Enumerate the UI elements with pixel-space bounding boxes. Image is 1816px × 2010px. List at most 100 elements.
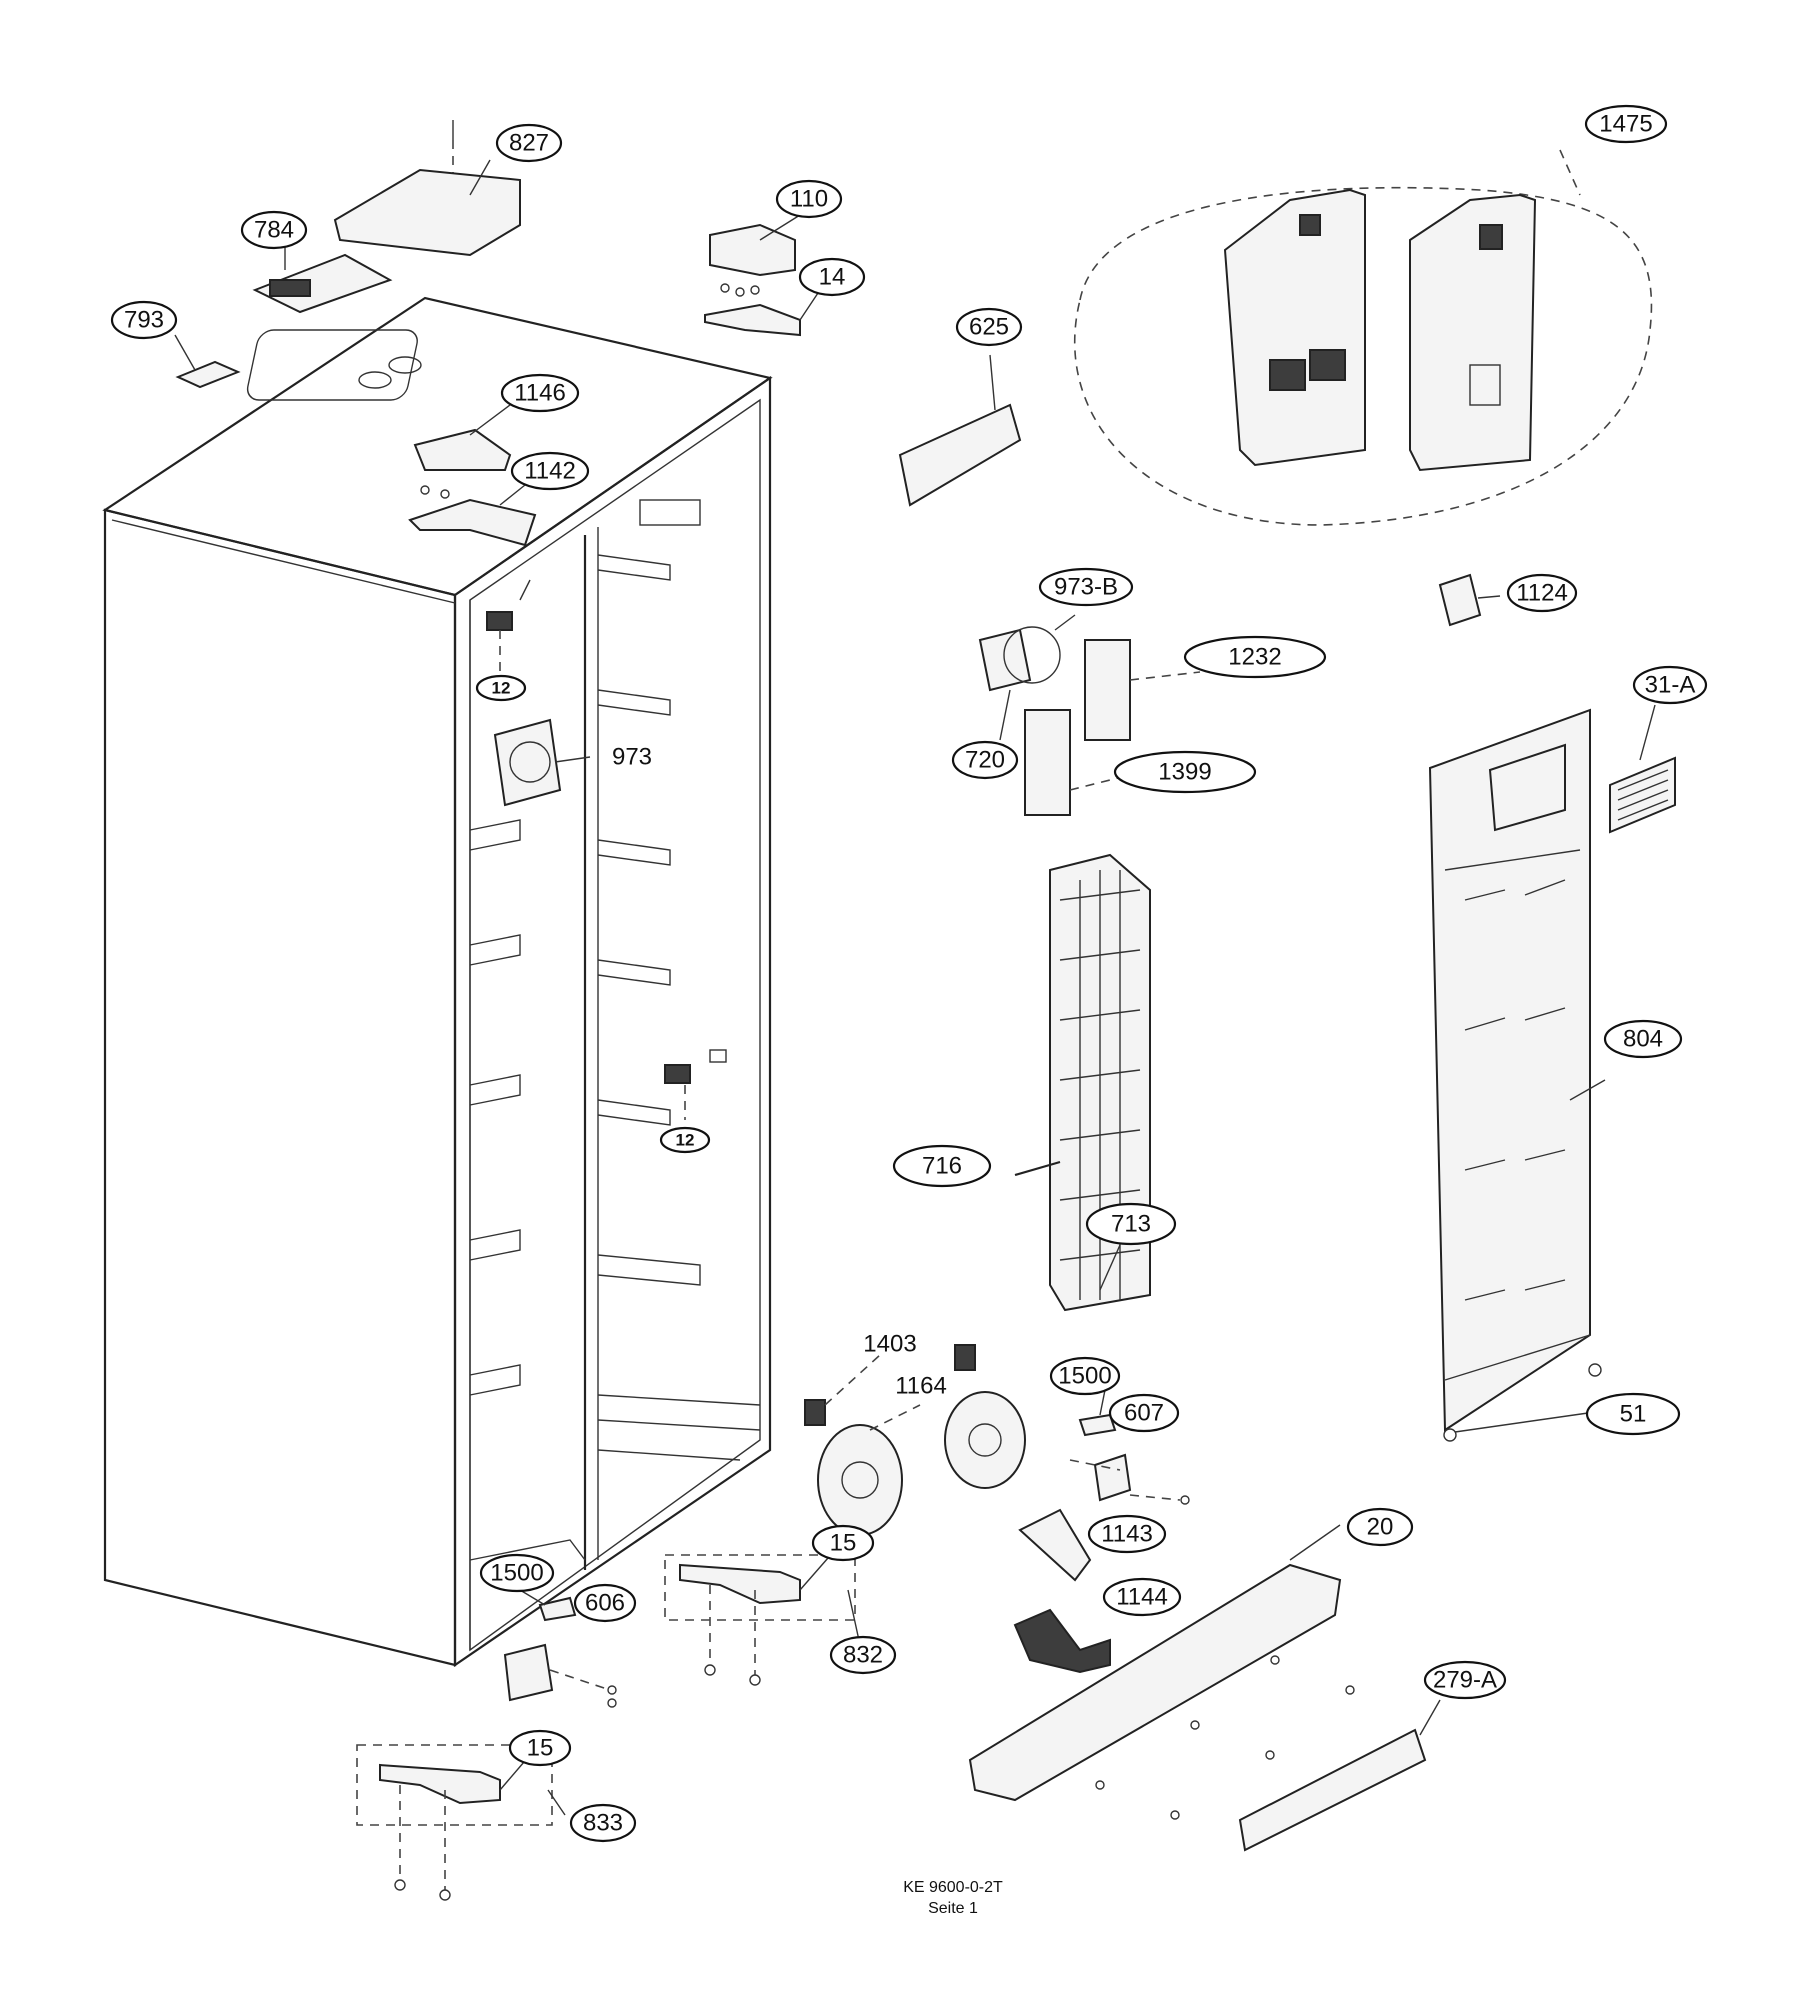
rear-panel-804	[1428, 708, 1606, 1442]
heater-1232	[1084, 639, 1201, 741]
air-duct-625	[898, 354, 1022, 507]
svg-text:784: 784	[254, 217, 294, 244]
label-1403: 1403	[863, 1331, 916, 1358]
label-12-lower: 12	[659, 1126, 711, 1154]
switch-12-upper	[486, 579, 531, 675]
svg-text:1142: 1142	[524, 458, 576, 485]
label-713: 713	[1085, 1202, 1177, 1246]
label-833: 833	[569, 1803, 637, 1843]
svg-text:1144: 1144	[1116, 1584, 1168, 1611]
svg-text:15: 15	[527, 1735, 554, 1762]
hinge-1142	[408, 484, 537, 547]
screws-loose	[1095, 1655, 1355, 1820]
svg-text:279-A: 279-A	[1433, 1667, 1497, 1694]
top-cover-827	[333, 120, 521, 257]
label-1144: 1144	[1102, 1577, 1182, 1617]
svg-text:804: 804	[1623, 1026, 1663, 1053]
svg-text:713: 713	[1111, 1211, 1151, 1238]
label-12-upper: 12	[475, 674, 527, 702]
svg-text:833: 833	[583, 1810, 623, 1837]
svg-text:973-B: 973-B	[1054, 574, 1118, 601]
label-1399: 1399	[1113, 750, 1257, 794]
svg-text:15: 15	[830, 1530, 857, 1557]
heater-1399	[1024, 709, 1131, 816]
label-793: 793	[110, 300, 178, 340]
label-1500-right: 1500	[1049, 1356, 1121, 1396]
svg-text:827: 827	[509, 130, 549, 157]
label-51: 51	[1585, 1392, 1681, 1436]
label-1143: 1143	[1087, 1514, 1167, 1554]
label-784: 784	[240, 210, 308, 250]
hinge-14	[704, 283, 821, 337]
label-973b: 973-B	[1038, 567, 1134, 607]
svg-text:716: 716	[922, 1153, 962, 1180]
svg-text:1500: 1500	[1058, 1363, 1111, 1390]
svg-text:14: 14	[819, 264, 846, 291]
svg-text:1500: 1500	[490, 1560, 543, 1587]
switch-1500-right	[1078, 1389, 1117, 1437]
base-rail-20	[968, 1524, 1342, 1802]
label-1146: 1146	[500, 373, 580, 413]
fan-motor-973b	[978, 614, 1076, 741]
label-832: 832	[829, 1635, 897, 1675]
label-625: 625	[955, 307, 1023, 347]
svg-text:1399: 1399	[1158, 759, 1211, 786]
grille-31a	[1609, 704, 1676, 834]
label-1124: 1124	[1506, 573, 1578, 613]
footer-model: KE 9600-0-2T	[903, 1879, 1003, 1896]
label-15-lower: 15	[508, 1729, 572, 1767]
label-720: 720	[951, 740, 1019, 780]
label-31a: 31-A	[1632, 665, 1708, 705]
svg-text:832: 832	[843, 1642, 883, 1669]
footer-page: Seite 1	[928, 1900, 978, 1917]
switch-1500-left	[519, 1589, 577, 1622]
label-110: 110	[775, 179, 843, 219]
label-716: 716	[892, 1144, 992, 1188]
svg-text:793: 793	[124, 307, 164, 334]
hinge-set-833	[356, 1744, 566, 1901]
control-board-784	[252, 240, 393, 314]
label-1500-left: 1500	[479, 1553, 555, 1593]
hinge-cover-110	[709, 214, 801, 277]
label-1142: 1142	[510, 451, 590, 491]
label-1232: 1232	[1183, 635, 1327, 679]
label-15-upper: 15	[811, 1524, 875, 1562]
hinge-bracket-606	[503, 1643, 617, 1708]
label-804: 804	[1603, 1019, 1683, 1059]
label-279a: 279-A	[1423, 1660, 1507, 1700]
label-607: 607	[1108, 1393, 1180, 1433]
svg-text:12: 12	[676, 1131, 695, 1150]
refrigerator-cabinet	[102, 296, 773, 1668]
hinge-set-832	[664, 1549, 861, 1686]
label-1475: 1475	[1584, 104, 1668, 144]
svg-text:607: 607	[1124, 1400, 1164, 1427]
svg-text:720: 720	[965, 747, 1005, 774]
sensor-1403	[804, 1344, 976, 1426]
label-14: 14	[798, 257, 866, 297]
label-827: 827	[495, 123, 563, 163]
svg-text:625: 625	[969, 314, 1009, 341]
fan-1164-left	[817, 1404, 921, 1536]
svg-text:1475: 1475	[1599, 111, 1652, 138]
svg-text:1232: 1232	[1228, 644, 1281, 671]
svg-text:1146: 1146	[514, 380, 566, 407]
svg-text:31-A: 31-A	[1645, 672, 1696, 699]
electronics-group-1475	[1074, 149, 1653, 526]
svg-text:51: 51	[1620, 1401, 1647, 1428]
insulation-1144	[1013, 1608, 1111, 1674]
svg-text:110: 110	[790, 186, 828, 213]
label-606: 606	[573, 1583, 637, 1623]
label-973: 973	[612, 744, 652, 771]
svg-text:12: 12	[492, 679, 511, 698]
svg-text:1143: 1143	[1101, 1521, 1153, 1548]
fan-1164-right	[944, 1391, 1026, 1489]
label-1164: 1164	[895, 1373, 947, 1400]
switch-12-lower	[664, 1049, 727, 1120]
label-20: 20	[1346, 1507, 1414, 1547]
hinge-bracket-607	[1069, 1453, 1190, 1505]
bracket-279a	[1238, 1699, 1441, 1852]
sensor-793	[174, 334, 241, 389]
svg-text:1124: 1124	[1516, 580, 1568, 607]
svg-text:606: 606	[585, 1590, 625, 1617]
